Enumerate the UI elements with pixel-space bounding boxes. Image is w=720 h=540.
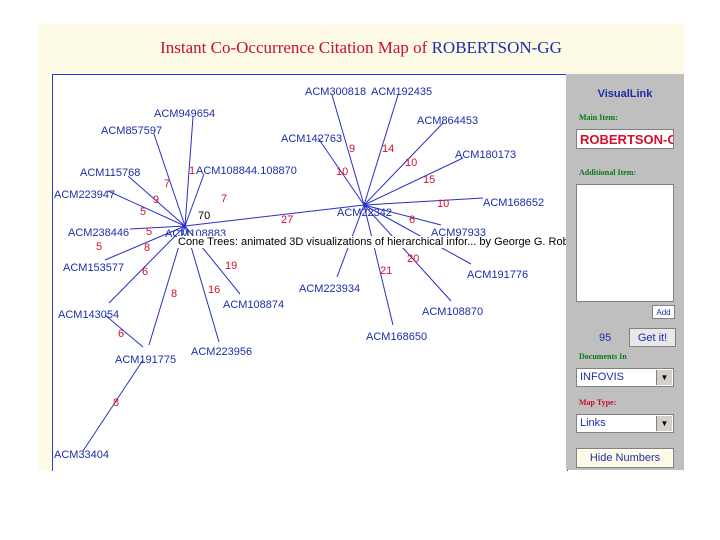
edge-weight: 5	[140, 206, 146, 218]
graph-node-label[interactable]: ACM949654	[154, 108, 215, 120]
additional-item-label: Additional Item:	[579, 168, 637, 177]
graph-node-label[interactable]: ACM168650	[366, 331, 427, 343]
edge-weight: 5	[146, 226, 152, 238]
graph-node-label[interactable]: ACM143054	[58, 309, 119, 321]
graph-edge	[127, 175, 186, 227]
graph-edge	[331, 94, 365, 206]
graph-node-label[interactable]: ACM191776	[467, 269, 528, 281]
page-title: Instant Co-Occurrence Citation Map of RO…	[38, 38, 684, 58]
map-type-select[interactable]: Links ▼	[576, 414, 674, 433]
graph-node-label[interactable]: ACM108870	[422, 306, 483, 318]
edge-weight: 7	[164, 178, 170, 190]
graph-node-label[interactable]: ACM108874	[223, 299, 284, 311]
hide-numbers-button[interactable]: Hide Numbers	[576, 448, 674, 468]
edge-weight: 15	[423, 174, 435, 186]
edge-weight: 9	[349, 143, 355, 155]
edge-weight: 5	[96, 241, 102, 253]
graph-node-label[interactable]: ACM115768	[80, 167, 140, 179]
edge-weight: 6	[142, 266, 148, 278]
edge-weight: 14	[382, 143, 394, 155]
edge-weight: 8	[144, 242, 150, 254]
main-item-field[interactable]: ROBERTSON-G	[576, 129, 674, 149]
node-tooltip: Cone Trees: animated 3D visualizations o…	[177, 236, 567, 248]
graph-node-label[interactable]: ACM108844.108870	[196, 165, 297, 177]
graph-edge	[153, 133, 186, 227]
get-it-button[interactable]: Get it!	[629, 328, 676, 347]
graph-node-label[interactable]: ACM238446	[68, 227, 129, 239]
edge-weight: 10	[437, 198, 449, 210]
panel-heading: VisualLink	[597, 88, 653, 100]
edge-weight: 8	[171, 288, 177, 300]
graph-edge	[363, 204, 394, 326]
graph-node-label[interactable]: ACM223934	[299, 283, 360, 295]
graph-edge	[363, 197, 484, 206]
graph-node-label[interactable]: ACM857597	[101, 125, 162, 137]
graph-node-label[interactable]: ACM33404	[54, 449, 109, 461]
edge-weight: 6	[118, 328, 124, 340]
chevron-down-icon[interactable]: ▼	[656, 416, 672, 431]
graph-node-label[interactable]: ACM223947	[54, 189, 115, 201]
graph-edge	[363, 157, 464, 206]
result-count: 95	[599, 332, 612, 344]
title-author: ROBERTSON-GG	[431, 38, 562, 57]
graph-edge	[363, 94, 399, 206]
edge-weight: 16	[208, 284, 220, 296]
map-type-select-value: Links	[580, 417, 606, 429]
graph-edge	[82, 359, 144, 452]
title-prefix: Instant Co-Occurrence Citation Map of	[160, 38, 428, 57]
edge-weight: 8	[113, 397, 119, 409]
documents-in-label: Documents In	[579, 352, 627, 361]
control-panel: VisualLink Main Item: ROBERTSON-G Additi…	[566, 74, 684, 470]
edge-weight: 20	[407, 253, 419, 265]
graph-edge	[363, 122, 444, 206]
documents-select-value: INFOVIS	[580, 371, 625, 383]
edge-weight: 9	[153, 194, 159, 206]
graph-edge	[363, 204, 452, 302]
graph-hub-label[interactable]: ACM22342	[337, 207, 392, 219]
graph-edge	[104, 225, 186, 261]
documents-select[interactable]: INFOVIS ▼	[576, 368, 674, 387]
graph-edge	[108, 225, 186, 304]
graph-edge	[317, 137, 365, 206]
graph-node-label[interactable]: ACM168652	[483, 197, 544, 209]
edge-weight: 6	[409, 214, 415, 226]
graph-edge	[104, 314, 144, 348]
edge-weight: 7	[221, 193, 227, 205]
graph-edge	[184, 173, 205, 227]
graph-edge	[184, 204, 365, 227]
edge-weight: 27	[281, 214, 293, 226]
graph-edge	[363, 204, 442, 226]
graph-edge	[184, 116, 194, 227]
app-frame: Instant Co-Occurrence Citation Map of RO…	[38, 24, 684, 471]
graph-edge	[363, 204, 472, 265]
graph-node-label[interactable]: ACM300818	[305, 86, 366, 98]
graph-node-label[interactable]: ACM153577	[63, 262, 124, 274]
graph-node-label[interactable]: ACM864453	[417, 115, 478, 127]
chevron-down-icon[interactable]: ▼	[656, 370, 672, 385]
graph-node-label[interactable]: ACM223956	[191, 346, 252, 358]
edge-weight: 10	[336, 166, 348, 178]
edge-weight: 19	[225, 260, 237, 272]
graph-node-label[interactable]: ACM142763	[281, 133, 342, 145]
main-item-label: Main Item:	[579, 113, 618, 122]
graph-node-label[interactable]: ACM192435	[371, 86, 432, 98]
graph-node-label[interactable]: ACM180173	[455, 149, 516, 161]
graph-edge	[107, 190, 186, 227]
graph-edge	[129, 225, 186, 230]
edge-weight: 10	[405, 157, 417, 169]
graph-node-label[interactable]: ACM191775	[115, 354, 176, 366]
add-button[interactable]: Add	[652, 305, 675, 319]
edge-weight: 70	[198, 210, 210, 222]
additional-item-textarea[interactable]	[576, 184, 674, 302]
map-type-label: Map Type:	[579, 398, 617, 407]
edge-weight: 1	[189, 165, 195, 177]
edge-weight: 21	[380, 265, 392, 277]
